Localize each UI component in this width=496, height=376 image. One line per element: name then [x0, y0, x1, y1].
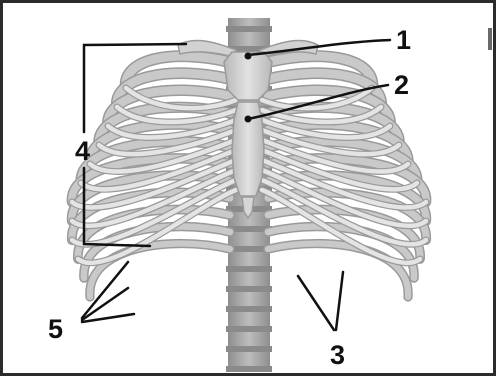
point-1-dot [245, 53, 252, 60]
disc [226, 286, 272, 292]
disc [226, 326, 272, 332]
disc [226, 266, 272, 272]
rib-left-fill [90, 244, 230, 297]
disc [226, 306, 272, 312]
label-4: 4 [75, 138, 90, 165]
rib-left [90, 244, 230, 297]
disc [226, 346, 272, 352]
rib-right [268, 244, 408, 297]
disc [226, 26, 272, 32]
label-2: 2 [394, 72, 409, 99]
rib-right-fill [268, 244, 408, 297]
label-3: 3 [330, 342, 345, 369]
leader-line-3a [298, 276, 334, 330]
disc [226, 366, 272, 372]
label-5: 5 [48, 316, 63, 343]
point-2-dot [245, 116, 252, 123]
leader-line-3b [336, 272, 343, 330]
label-1: 1 [396, 27, 411, 54]
